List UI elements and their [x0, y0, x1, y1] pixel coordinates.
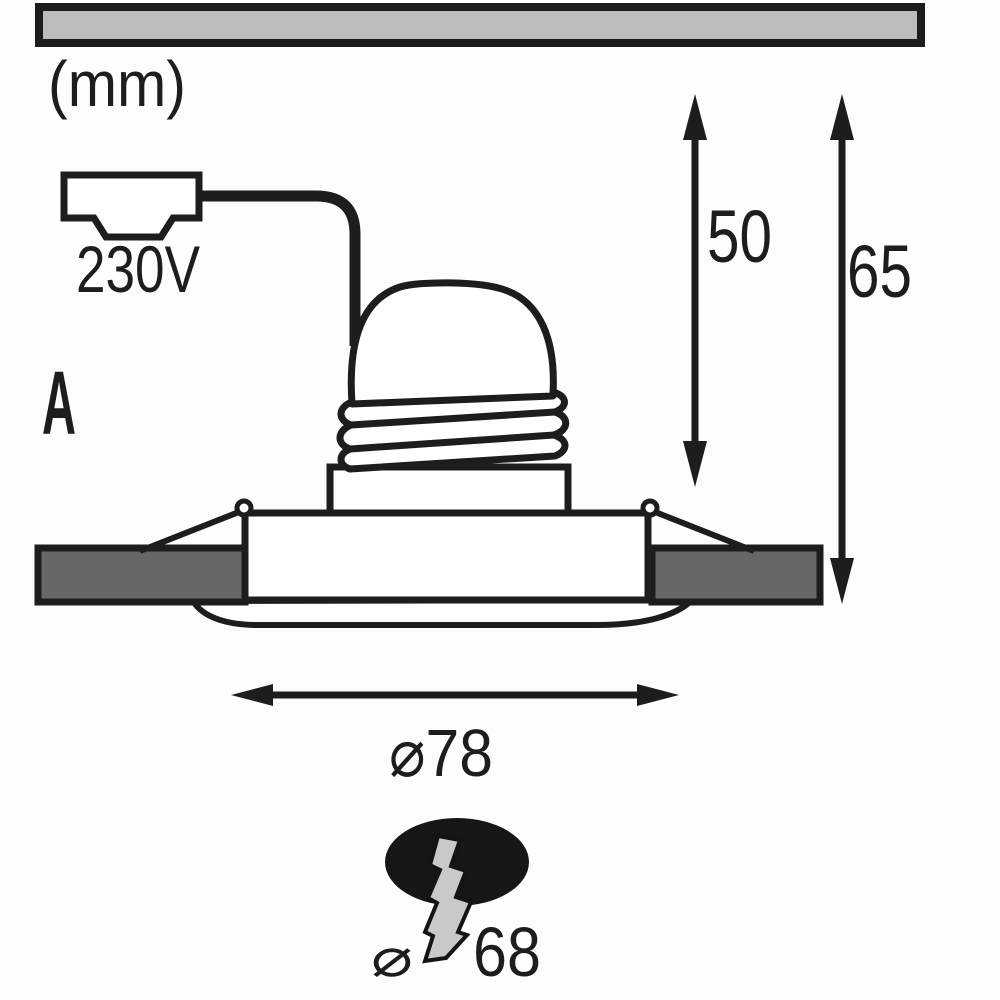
dim-65-label: 65 — [847, 230, 912, 313]
fixture-housing — [241, 509, 652, 604]
cutout-ellipse-icon — [385, 818, 529, 906]
voltage-label: 230V — [76, 232, 200, 306]
mounting-spring-left — [138, 507, 246, 554]
thread-ridge-lines — [349, 408, 556, 453]
pivot-pin-right — [640, 498, 660, 518]
units-label: (mm) — [48, 48, 186, 120]
ceiling-section-left — [34, 544, 249, 606]
dim-78-arrow — [231, 684, 679, 706]
lamp-bulb — [347, 279, 557, 408]
ceiling-section-right — [648, 544, 824, 606]
dim-78-label: ⌀78 — [389, 716, 493, 791]
dim-50-arrow — [683, 94, 707, 487]
trim-ring — [187, 596, 694, 628]
lamp-socket — [326, 463, 572, 517]
power-cable — [199, 190, 361, 346]
ceiling-panel — [35, 3, 925, 47]
section-label: A — [42, 354, 76, 454]
lightning-bolt-icon — [422, 833, 474, 964]
mains-plug-icon — [60, 171, 203, 241]
bulb-screw-thread — [336, 388, 570, 473]
dim-65-arrow — [830, 94, 854, 604]
pivot-pin-left — [234, 498, 254, 518]
mounting-spring-right — [648, 507, 756, 554]
dim-50-label: 50 — [707, 195, 772, 278]
dim-68-label: 68 — [473, 913, 541, 991]
dim-68-symbol: ⌀ — [371, 928, 413, 988]
